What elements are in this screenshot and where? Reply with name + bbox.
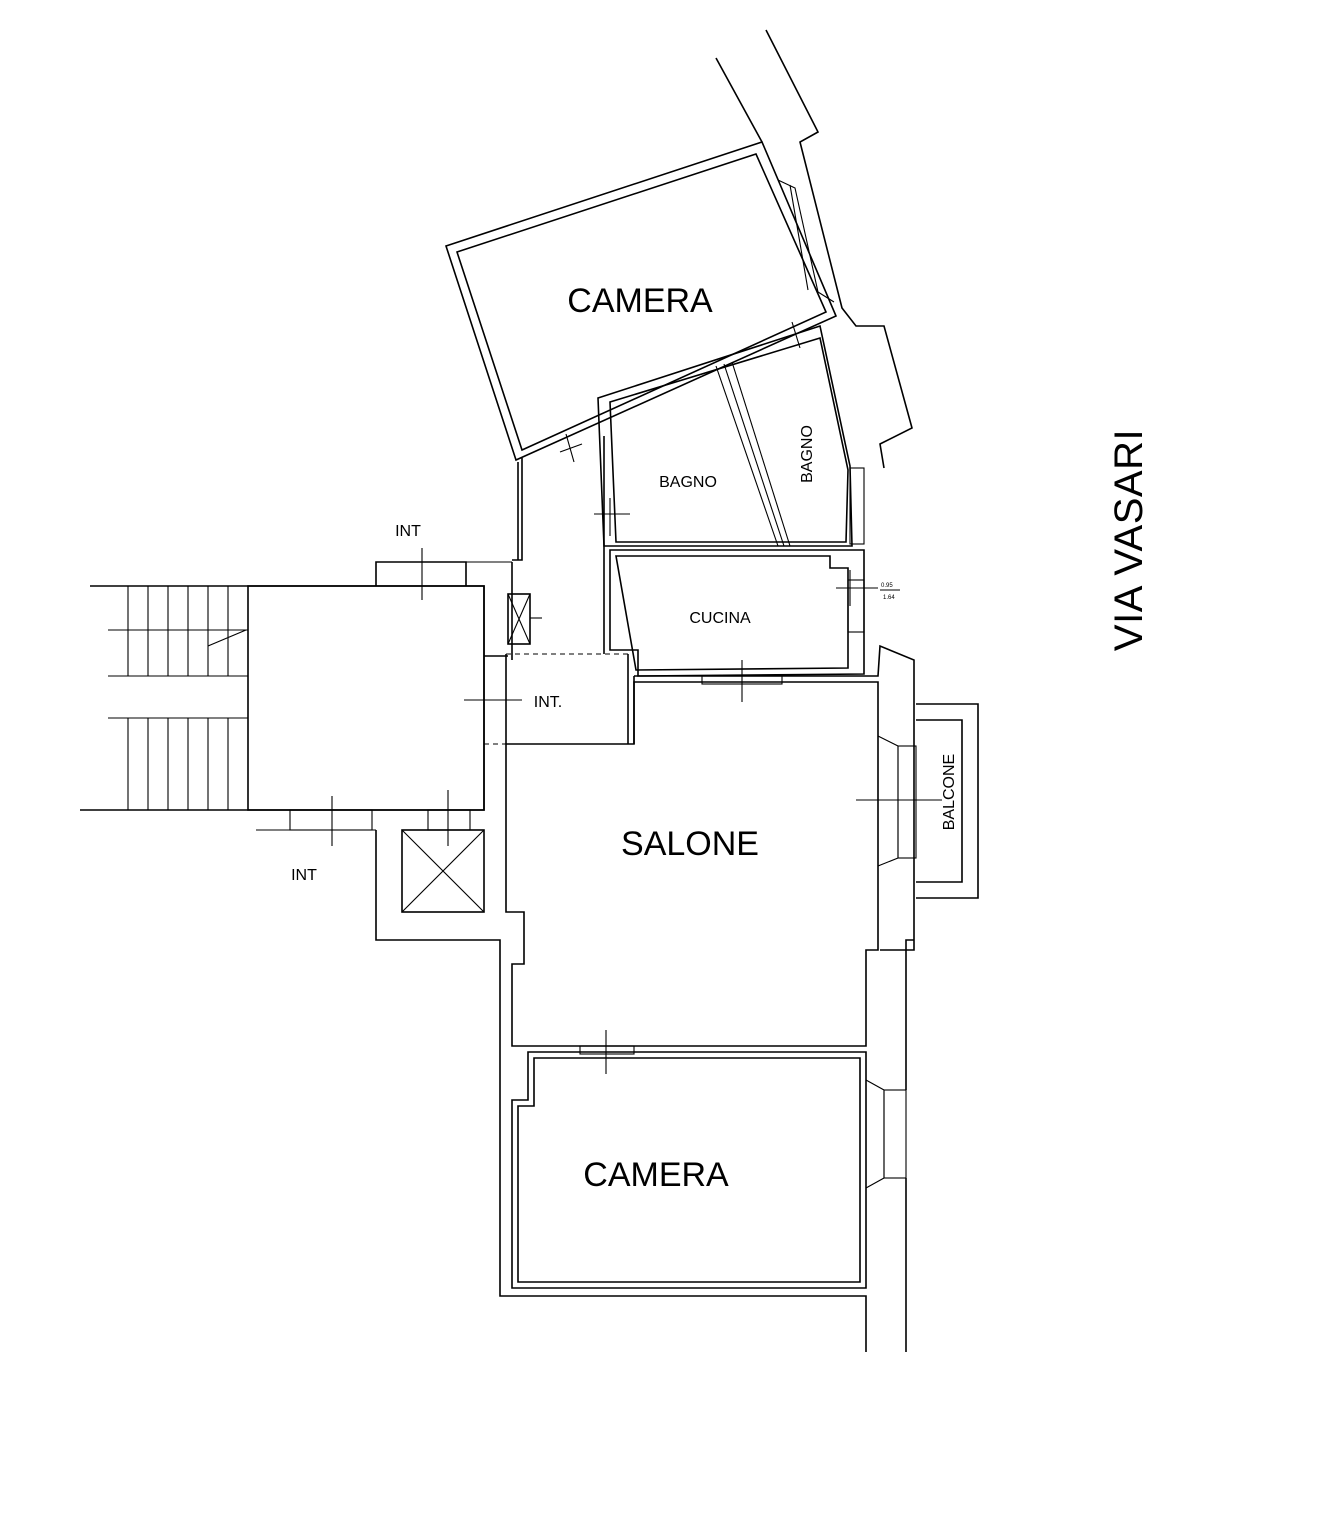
balcone xyxy=(916,703,979,899)
label-camera-top: CAMERA xyxy=(567,282,713,320)
label-cucina: CUCINA xyxy=(689,610,751,627)
room-cucina: 0.95 1.64 xyxy=(609,549,900,677)
label-int-top: INT xyxy=(395,523,421,540)
dimension-width: 0.95 xyxy=(881,583,893,589)
label-salone: SALONE xyxy=(621,825,759,863)
dimension-height: 1.64 xyxy=(883,595,895,601)
label-int-bottom: INT xyxy=(291,867,317,884)
label-int-middle: INT. xyxy=(534,694,562,711)
room-bagni xyxy=(594,324,865,547)
label-bagno-right: BAGNO xyxy=(799,425,816,483)
label-street: VIA VASARI xyxy=(1107,429,1151,651)
room-camera-top xyxy=(444,29,913,469)
label-balcone: BALCONE xyxy=(941,754,958,830)
stairwell xyxy=(80,548,867,1352)
label-bagno-left: BAGNO xyxy=(659,474,717,491)
room-camera-bottom xyxy=(511,939,914,1352)
label-camera-bottom: CAMERA xyxy=(583,1156,729,1194)
room-salone xyxy=(505,644,942,1047)
